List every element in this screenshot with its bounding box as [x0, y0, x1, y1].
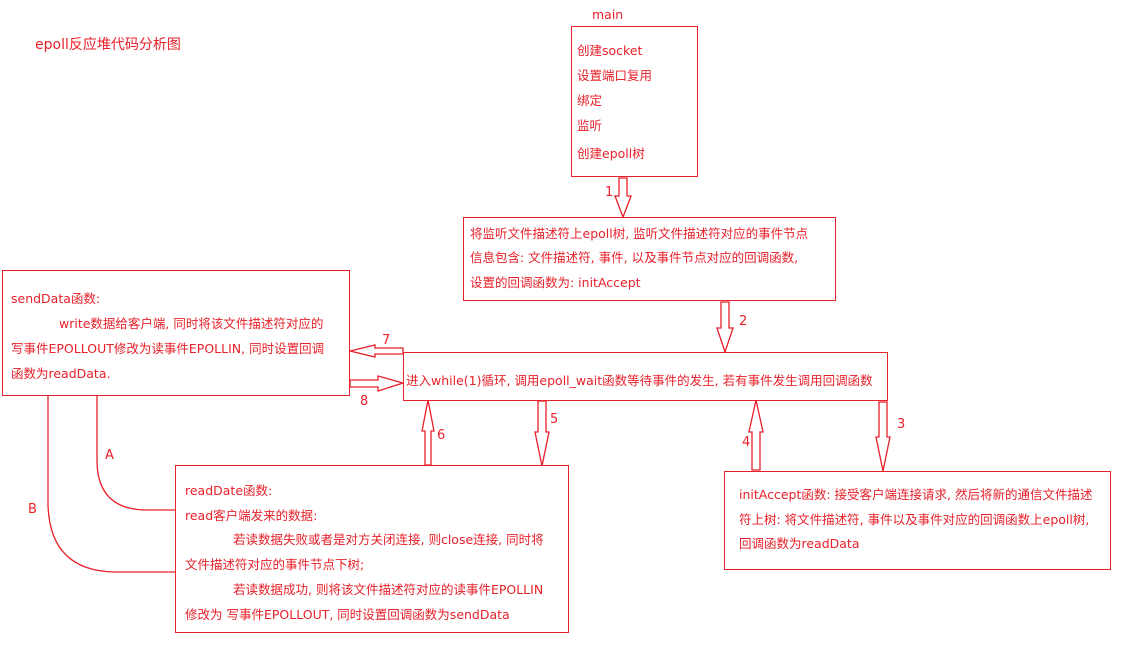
- arrow-label-7: 7: [382, 333, 391, 348]
- main-step: 创建socket: [577, 43, 643, 58]
- read-line: 若读数据失败或者是对方关闭连接, 则close连接, 同时将: [233, 532, 544, 547]
- accept-line: initAccept函数: 接受客户端连接请求, 然后将新的通信文件描述: [739, 487, 1093, 502]
- arrow-label-6: 6: [437, 428, 446, 443]
- accept-line: 符上树: 将文件描述符, 事件以及事件对应的回调函数上epoll树,: [739, 512, 1090, 527]
- init-accept-box: initAccept函数: 接受客户端连接请求, 然后将新的通信文件描述 符上树…: [724, 471, 1111, 570]
- loop-text: 进入while(1)循环, 调用epoll_wait函数等待事件的发生, 若有事…: [406, 373, 873, 388]
- read-line: 文件描述符对应的事件节点下树;: [185, 557, 365, 572]
- main-box: 创建socket 设置端口复用 绑定 监听 创建epoll树: [571, 26, 698, 177]
- read-line: read客户端发来的数据:: [185, 508, 318, 523]
- main-step: 创建epoll树: [577, 146, 645, 161]
- arrow-1: [614, 177, 632, 219]
- arrow-label-2: 2: [739, 314, 748, 329]
- arrow-label-5: 5: [550, 412, 559, 427]
- send-data-box: sendData函数: write数据给客户端, 同时将该文件描述符对应的 写事…: [2, 270, 350, 396]
- listen-line: 将监听文件描述符上epoll树, 监听文件描述符对应的事件节点: [470, 226, 809, 241]
- connector-label-a: A: [105, 448, 114, 463]
- listen-line: 信息包含: 文件描述符, 事件, 以及事件节点对应的回调函数,: [470, 250, 799, 265]
- arrow-8: [349, 375, 406, 392]
- arrow-3: [875, 401, 891, 472]
- read-line: 修改为 写事件EPOLLOUT, 同时设置回调函数为sendData: [185, 607, 510, 622]
- connector-label-b: B: [28, 502, 37, 517]
- arrow-label-1: 1: [605, 185, 614, 200]
- send-line: 函数为readData.: [11, 366, 111, 381]
- arrow-7: [349, 344, 404, 358]
- read-line: 若读数据成功, 则将该文件描述符对应的读事件EPOLLIN: [233, 582, 544, 597]
- read-data-box: readDate函数: read客户端发来的数据: 若读数据失败或者是对方关闭连…: [175, 465, 569, 633]
- arrow-label-3: 3: [897, 417, 906, 432]
- read-line: readDate函数:: [185, 483, 273, 498]
- accept-line: 回调函数为readData: [739, 536, 860, 551]
- connector-a: [96, 396, 176, 511]
- send-line: sendData函数:: [11, 291, 101, 306]
- arrow-2: [716, 301, 734, 355]
- send-line: 写事件EPOLLOUT修改为读事件EPOLLIN, 同时设置回调: [11, 341, 325, 356]
- main-step: 监听: [577, 118, 603, 133]
- arrow-4: [748, 399, 764, 471]
- connector-b: [47, 396, 176, 573]
- diagram-title: epoll反应堆代码分析图: [35, 37, 181, 53]
- send-line: write数据给客户端, 同时将该文件描述符对应的: [59, 316, 324, 331]
- listen-line: 设置的回调函数为: initAccept: [470, 275, 641, 290]
- event-loop-box: 进入while(1)循环, 调用epoll_wait函数等待事件的发生, 若有事…: [403, 352, 888, 401]
- main-label: main: [592, 7, 624, 22]
- main-step: 设置端口复用: [577, 68, 653, 83]
- arrow-label-8: 8: [360, 394, 369, 409]
- main-step: 绑定: [577, 93, 603, 108]
- listen-fd-box: 将监听文件描述符上epoll树, 监听文件描述符对应的事件节点 信息包含: 文件…: [463, 217, 836, 301]
- arrow-6: [421, 399, 435, 466]
- arrow-label-4: 4: [742, 435, 751, 450]
- arrow-5: [534, 400, 550, 467]
